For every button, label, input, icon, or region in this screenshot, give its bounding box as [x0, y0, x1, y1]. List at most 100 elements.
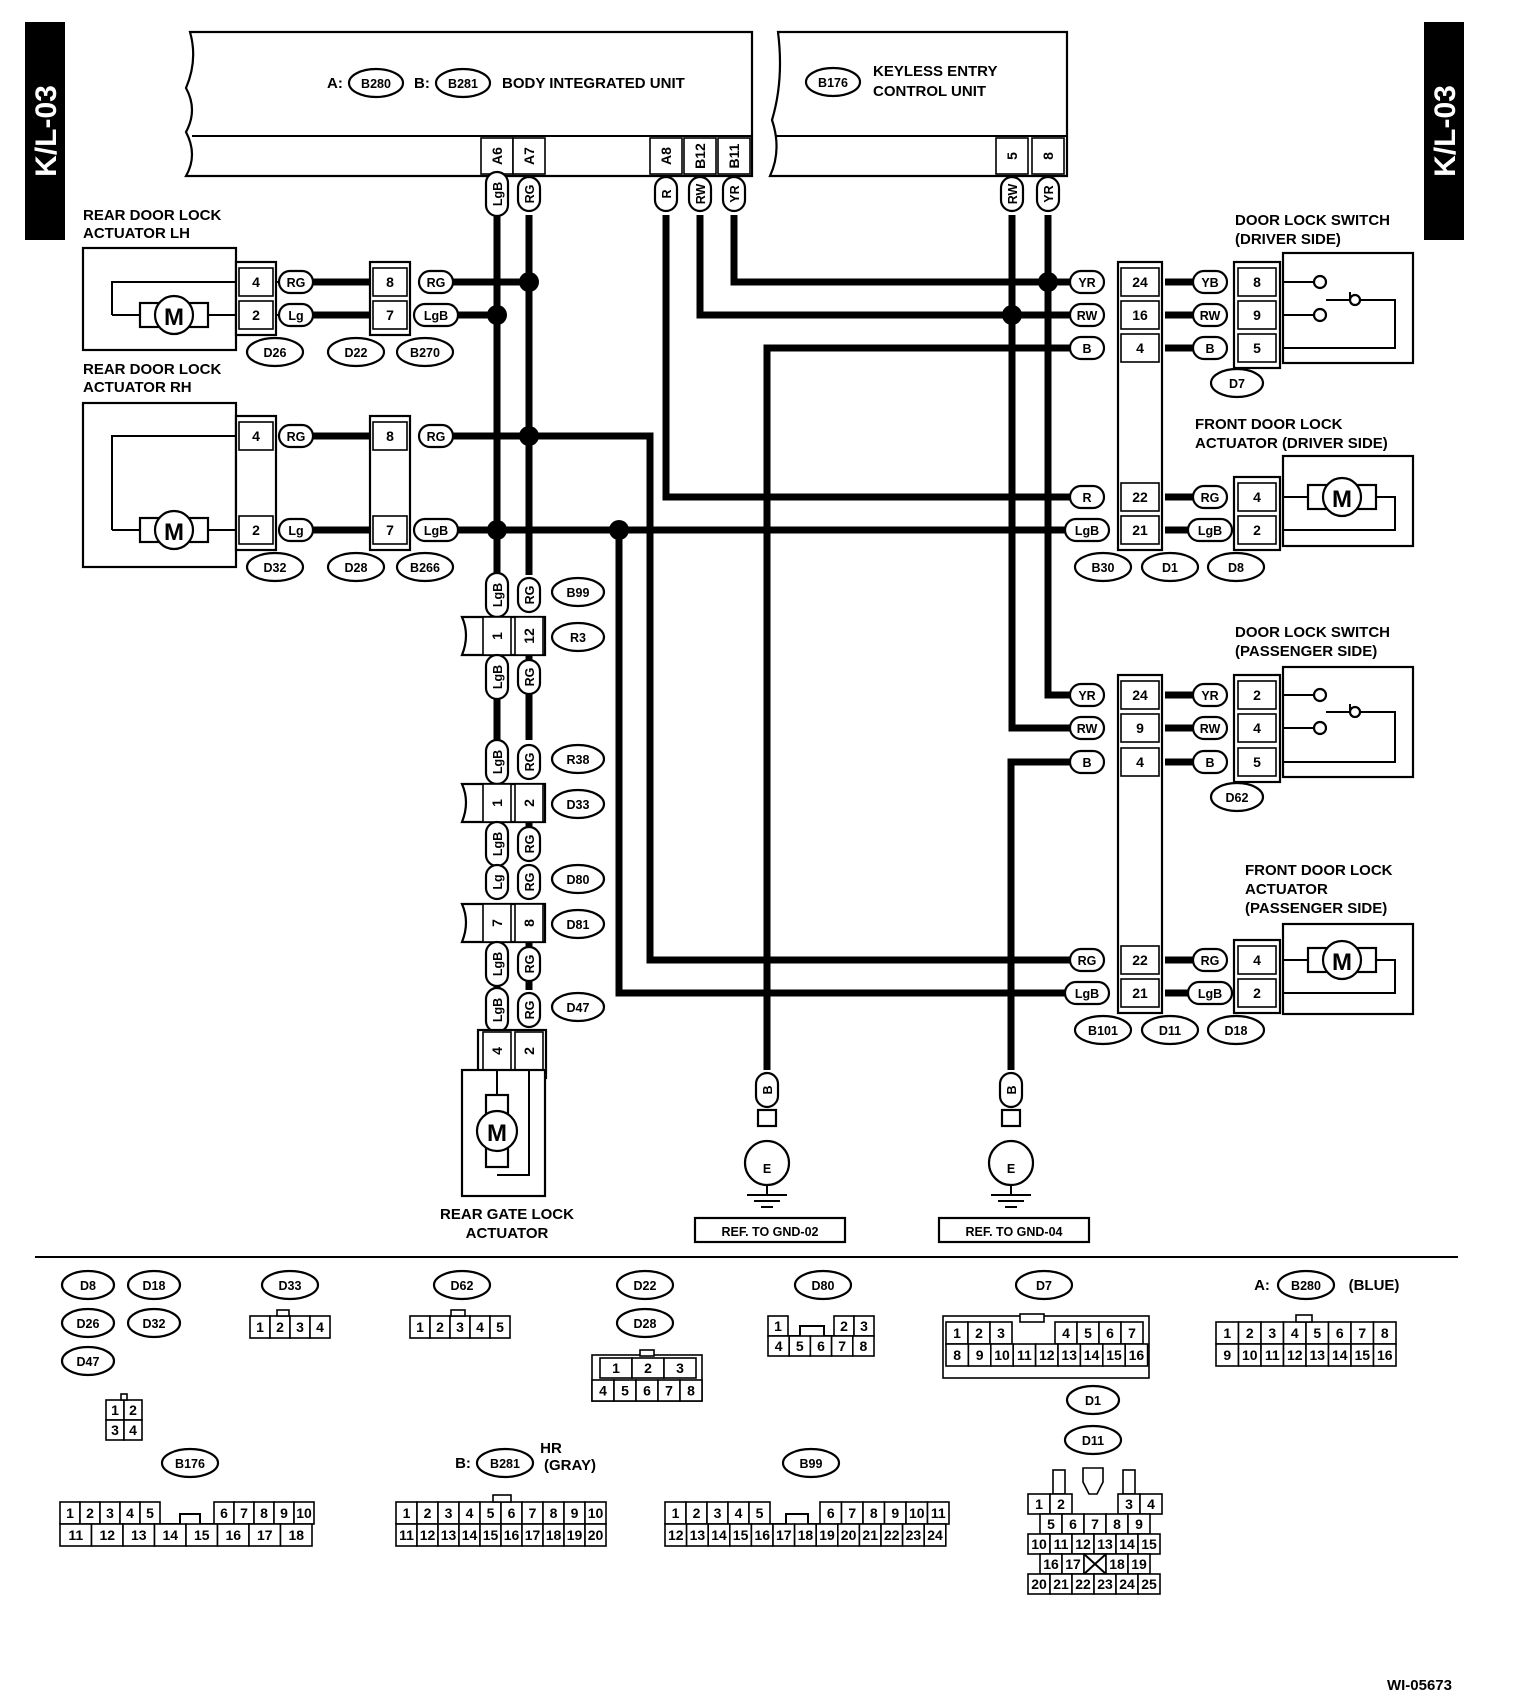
- legend-d7-r1a-3: 3: [997, 1325, 1005, 1341]
- lh-color-a-0: RG: [287, 276, 306, 290]
- side-tab-right: K/L-03: [1424, 22, 1464, 240]
- legend-d1-19: 19: [1131, 1556, 1147, 1572]
- right_pass-act-1-c2: LgB: [1198, 987, 1222, 1001]
- legend-d22-r1-3: 3: [676, 1360, 684, 1376]
- legend-b99-r2-22: 22: [884, 1527, 900, 1543]
- legend-b280-r2-9: 9: [1223, 1347, 1231, 1363]
- legend-b280-r2-10: 10: [1242, 1347, 1258, 1363]
- rh-ref-B266: B266: [410, 561, 440, 575]
- chain-0-pin-12: 12: [521, 628, 537, 644]
- legend-b281-r1-8: 8: [550, 1505, 558, 1521]
- lh-ref-D26: D26: [264, 346, 287, 360]
- legend-ref-B280: B280: [1291, 1279, 1321, 1293]
- right_driver-row-0-p1: 24: [1132, 274, 1148, 290]
- legend-b99-r1b-6: 6: [827, 1505, 835, 1521]
- legend-d33-3: 3: [296, 1319, 304, 1335]
- biu-pin-A8: A8: [658, 147, 674, 165]
- legend-d1-r1a-2: 2: [1057, 1496, 1065, 1512]
- right_pass-act-0-c2: RG: [1201, 954, 1220, 968]
- legend-d7-r1b-6: 6: [1106, 1325, 1114, 1341]
- right_driver-ref-B30: B30: [1092, 561, 1115, 575]
- legend-b280-note: (BLUE): [1349, 1277, 1400, 1294]
- legend-d80-r2-4: 4: [775, 1338, 783, 1354]
- legend-d7-r2-12: 12: [1039, 1347, 1055, 1363]
- right_pass-row-2-c1: B: [1082, 756, 1091, 770]
- legend-b176-17: 17: [257, 1527, 273, 1543]
- legend-b99-r1a-5: 5: [756, 1505, 764, 1521]
- right_driver-act-1-c1: LgB: [1075, 524, 1099, 538]
- legend-d1-16: 16: [1043, 1556, 1059, 1572]
- right_pass-act-1-c1: LgB: [1075, 987, 1099, 1001]
- rear-gate-label-1: REAR GATE LOCK: [440, 1206, 574, 1223]
- legend-b281-note: (GRAY): [544, 1457, 596, 1474]
- legend-b176-r1b-8: 8: [260, 1505, 268, 1521]
- rear-lh-motor-symbol: M: [164, 304, 184, 331]
- legend-b176-r1a-1: 1: [66, 1505, 74, 1521]
- legend-b280-r2-11: 11: [1265, 1347, 1280, 1363]
- chain-0-between-l: LgB: [491, 665, 505, 689]
- legend-b99-r2-19: 19: [819, 1527, 835, 1543]
- legend-d7-r1a-2: 2: [975, 1325, 983, 1341]
- legend-d7-r1b-5: 5: [1084, 1325, 1092, 1341]
- legend-d22-r2-5: 5: [621, 1383, 629, 1399]
- rear-door-lock-actuator-rh: REAR DOOR LOCK ACTUATOR RH M: [81, 361, 238, 569]
- legend-d1-r3-10: 10: [1031, 1536, 1047, 1552]
- legend-g1-r1-1: 1: [111, 1402, 119, 1418]
- legend-b176-r1a-5: 5: [146, 1505, 154, 1521]
- chain-3-color-l: LgB: [491, 998, 505, 1022]
- right_pass-row-2-p2: 5: [1253, 754, 1261, 770]
- right_pass-row-0-p2: 2: [1253, 687, 1261, 703]
- legend-d80-r2-5: 5: [796, 1338, 804, 1354]
- legend-b176-12: 12: [99, 1527, 115, 1543]
- rh-pin-a-4: 4: [252, 428, 260, 444]
- right_driver-row-1-p1: 16: [1132, 307, 1148, 323]
- legend-b280-r1-7: 7: [1358, 1325, 1366, 1341]
- biu-wire-color-A8: R: [660, 189, 674, 198]
- legend-d1-r1b-4: 4: [1147, 1496, 1155, 1512]
- legend-ref-D7: D7: [1036, 1279, 1052, 1293]
- chain-1-pin-2: 2: [521, 799, 537, 807]
- legend-b281-r1-9: 9: [571, 1505, 579, 1521]
- legend-d1-r2-5: 5: [1047, 1516, 1055, 1532]
- keyless-name-2: CONTROL UNIT: [873, 83, 986, 100]
- legend-b281-r1-7: 7: [529, 1505, 537, 1521]
- legend-b99-r1a-3: 3: [714, 1505, 722, 1521]
- legend-b281-r1-10: 10: [588, 1505, 604, 1521]
- legend-b176-r1a-4: 4: [126, 1505, 134, 1521]
- switch-driver-label-1: DOOR LOCK SWITCH: [1235, 212, 1390, 229]
- right_pass-ref-D18: D18: [1225, 1024, 1248, 1038]
- ground-1-symbol: E: [1007, 1162, 1015, 1176]
- legend-b176-18: 18: [288, 1527, 304, 1543]
- right_driver-act-1-p1: 21: [1132, 522, 1148, 538]
- legend-g1-r2-4: 4: [129, 1422, 137, 1438]
- rear-rh-label-1: REAR DOOR LOCK: [83, 361, 222, 378]
- legend-d1-r5-25: 25: [1141, 1576, 1157, 1592]
- legend-b99-r2-12: 12: [668, 1527, 684, 1543]
- right_driver-row-1-p2: 9: [1253, 307, 1261, 323]
- legend-b280-r1-2: 2: [1246, 1325, 1254, 1341]
- legend-d7-r1b-7: 7: [1128, 1325, 1136, 1341]
- chain-2-pin-8: 8: [521, 919, 537, 927]
- legend-b280-r1-6: 6: [1336, 1325, 1344, 1341]
- legend-ref-D26: D26: [77, 1317, 100, 1331]
- legend-b281-r1-3: 3: [445, 1505, 453, 1521]
- rear-gate-label-2: ACTUATOR: [466, 1225, 549, 1242]
- side-tab-left: K/L-03: [25, 22, 65, 240]
- lh-color-b-0: RG: [427, 276, 446, 290]
- ground-1-ref: REF. TO GND-04: [965, 1225, 1062, 1239]
- legend-d1-r5-22: 22: [1075, 1576, 1091, 1592]
- right_driver-switch-ref: D7: [1229, 377, 1245, 391]
- legend-b281-r1-2: 2: [424, 1505, 432, 1521]
- right_driver-act-0-c2: RG: [1201, 491, 1220, 505]
- legend-b99-r1b-10: 10: [909, 1505, 925, 1521]
- lh-color-a-1: Lg: [288, 309, 303, 323]
- front-pass-motor-symbol: M: [1332, 949, 1352, 976]
- switch-pass-label-2: (PASSENGER SIDE): [1235, 643, 1377, 660]
- right_pass-act-0-p2: 4: [1253, 952, 1261, 968]
- lh-ref-B270: B270: [410, 346, 440, 360]
- legend-b280-r2-14: 14: [1332, 1347, 1348, 1363]
- legend-b99-r1a-1: 1: [672, 1505, 680, 1521]
